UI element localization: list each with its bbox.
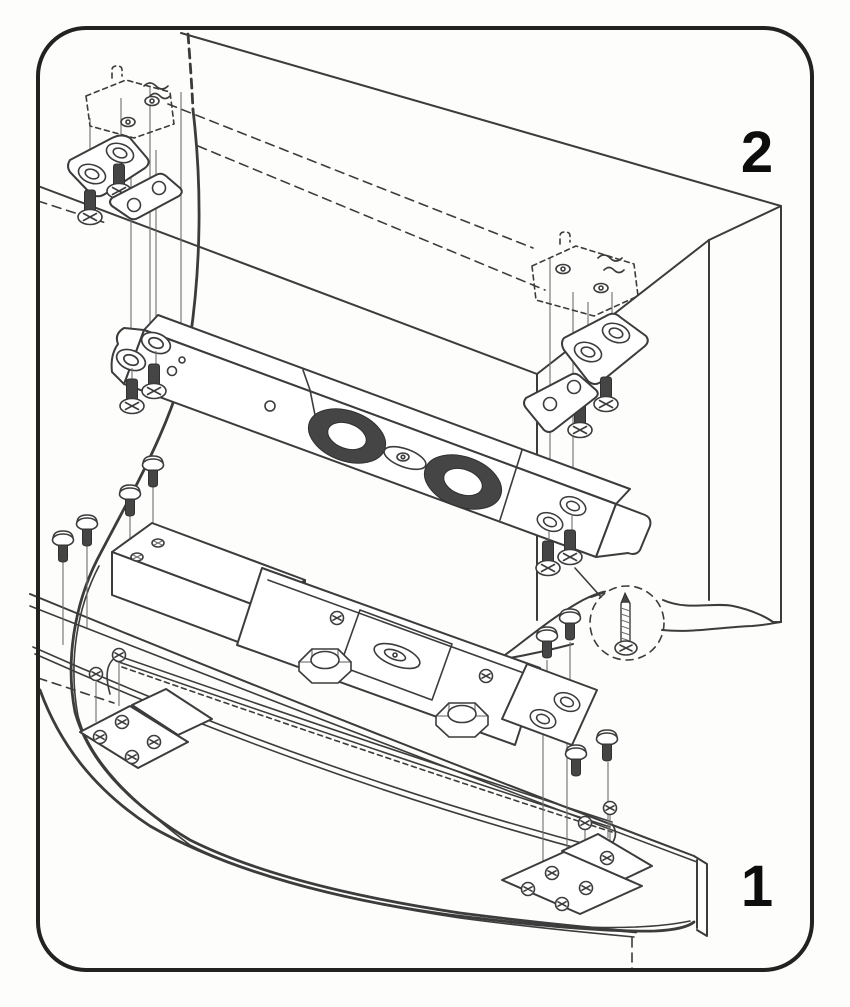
door-torn-edge	[38, 688, 696, 933]
pan-head-screw	[595, 729, 619, 762]
step-label-1: 1	[741, 854, 773, 919]
detail-callout-screw	[614, 591, 638, 656]
z-bracket-left	[79, 647, 213, 769]
bracket-screw	[602, 800, 618, 816]
magnet-ring	[423, 454, 503, 510]
pan-head-screw	[51, 530, 75, 563]
armature-plate-assembly	[236, 567, 619, 878]
plate-screw-hole	[478, 668, 494, 684]
bracket-screw	[577, 815, 593, 831]
step-label-2: 2	[741, 120, 773, 185]
alignment-guide-dashed-2	[197, 145, 546, 291]
clamp-strip-plate-right	[523, 372, 599, 433]
phantom-clamp-bracket-right	[531, 231, 639, 317]
oval-sensor-plate	[383, 445, 427, 471]
mounting-stack-right	[523, 231, 649, 598]
z-bracket-right	[501, 800, 653, 915]
magnet-ring	[307, 408, 387, 464]
countersunk-plate-right	[561, 312, 649, 385]
armature-plate	[236, 567, 598, 746]
lock-body-bar	[110, 314, 652, 577]
hex-nut	[435, 702, 489, 738]
pan-head-screw	[558, 608, 582, 641]
page-border	[36, 26, 814, 972]
pan-head-screw	[535, 626, 559, 659]
detail-callout-circle	[589, 585, 665, 661]
phantom-clamp-bracket-left	[85, 65, 175, 139]
alignment-guide-dashed-1	[167, 103, 534, 249]
hex-nut	[298, 648, 352, 684]
pan-head-screw	[75, 514, 99, 547]
pan-head-screw	[564, 744, 588, 777]
bracket-screw	[88, 666, 104, 682]
detail-callout	[589, 585, 665, 661]
detail-leader-line	[574, 567, 602, 598]
plate-screw-hole	[329, 610, 345, 626]
countersunk-plate-left	[67, 134, 150, 198]
pan-head-screw	[141, 455, 165, 488]
mounting-stack-left	[67, 65, 183, 396]
frame-torn-edge	[497, 590, 606, 661]
bracket-screw	[111, 647, 127, 663]
flat-head-screw	[535, 540, 561, 577]
clamp-strip-plate-left	[109, 172, 183, 221]
